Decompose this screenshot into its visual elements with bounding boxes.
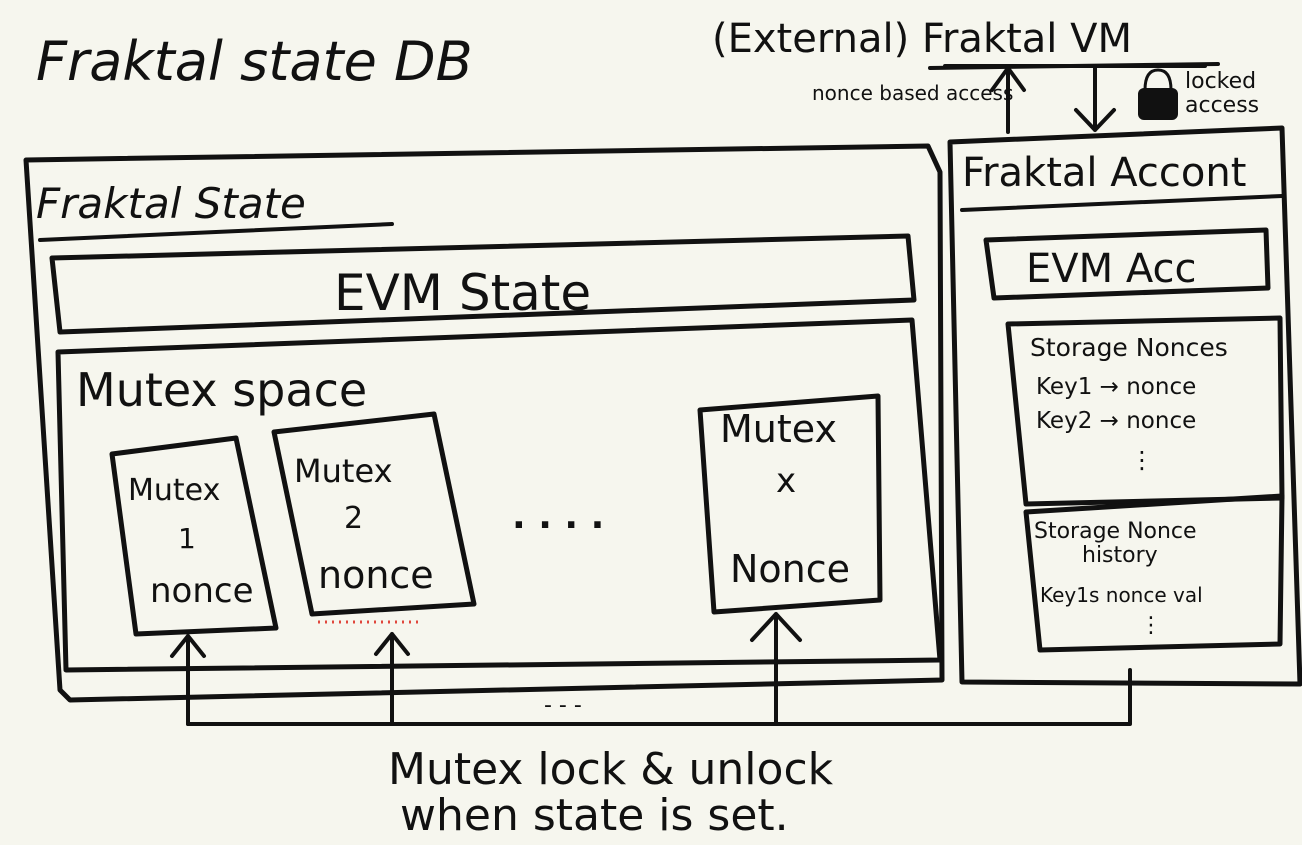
mutex-id: 2 <box>344 501 363 536</box>
storage-history-title-1: Storage Nonce <box>1034 519 1197 544</box>
mutex-card: Mutex 2 nonce <box>271 411 477 624</box>
mutex-space-label: Mutex space <box>76 363 367 417</box>
vm-label: (External) Fraktal VM <box>712 16 1132 62</box>
mutex-id: 1 <box>178 522 196 555</box>
mutex-card: Mutex x Nonce <box>697 393 883 615</box>
fraktal-account-title-underline <box>960 194 1284 212</box>
diagram-title: Fraktal state DB <box>36 30 473 93</box>
evm-acc-box <box>983 227 1271 301</box>
storage-history-row: Key1s nonce val <box>1040 583 1203 607</box>
storage-nonces-row: Key2 → nonce <box>1036 408 1196 434</box>
fraktal-state-title-underline <box>38 222 394 242</box>
mutex-id: x <box>776 461 796 501</box>
lock-bus-line <box>186 668 1132 726</box>
storage-nonces-row: Key1 → nonce <box>1036 374 1196 400</box>
evm-acc-label: EVM Acc <box>1026 246 1197 292</box>
storage-nonces-more: ⋮ <box>1130 446 1154 474</box>
storage-history-more: ⋮ <box>1140 613 1162 638</box>
fraktal-state-box <box>23 143 945 703</box>
mutex-name: Mutex <box>294 452 393 490</box>
mutex-nonce: nonce <box>150 571 254 611</box>
fraktal-state-title: Fraktal State <box>36 179 306 228</box>
locked-access-arrow <box>1074 66 1116 132</box>
nonce-access-label: nonce based access <box>812 81 1013 105</box>
storage-history-box <box>1023 493 1285 653</box>
caption-line-1: Mutex lock & unlock <box>388 744 834 795</box>
mutex-name: Mutex <box>720 407 837 451</box>
mutex-x-arrow <box>750 612 802 726</box>
mutex-name: Mutex <box>128 473 220 508</box>
mutex-1-arrow <box>170 634 206 726</box>
mutex-space-box <box>55 317 943 673</box>
storage-history-title-2: history <box>1082 543 1158 568</box>
storage-nonces-title: Storage Nonces <box>1030 333 1228 362</box>
caption-line-2: when state is set. <box>400 790 789 841</box>
evm-state-box <box>49 233 917 335</box>
locked-access-label-2: access <box>1185 93 1259 118</box>
mutex-nonce: Nonce <box>730 547 850 591</box>
fraktal-account-box <box>947 125 1302 687</box>
mutex-card: Mutex 1 nonce <box>109 435 279 637</box>
lock-icon <box>1138 68 1178 120</box>
mutex-nonce: nonce <box>318 553 434 597</box>
state-bottom-dots: - - - <box>544 693 582 718</box>
mutex-ellipsis: . . . . <box>512 496 604 537</box>
locked-access-label-1: locked <box>1185 69 1256 94</box>
fraktal-account-title: Fraktal Accont <box>962 150 1246 196</box>
evm-state-label: EVM State <box>334 264 591 322</box>
nonce-access-arrow <box>990 66 1026 134</box>
mutex-2-arrow <box>374 632 410 726</box>
